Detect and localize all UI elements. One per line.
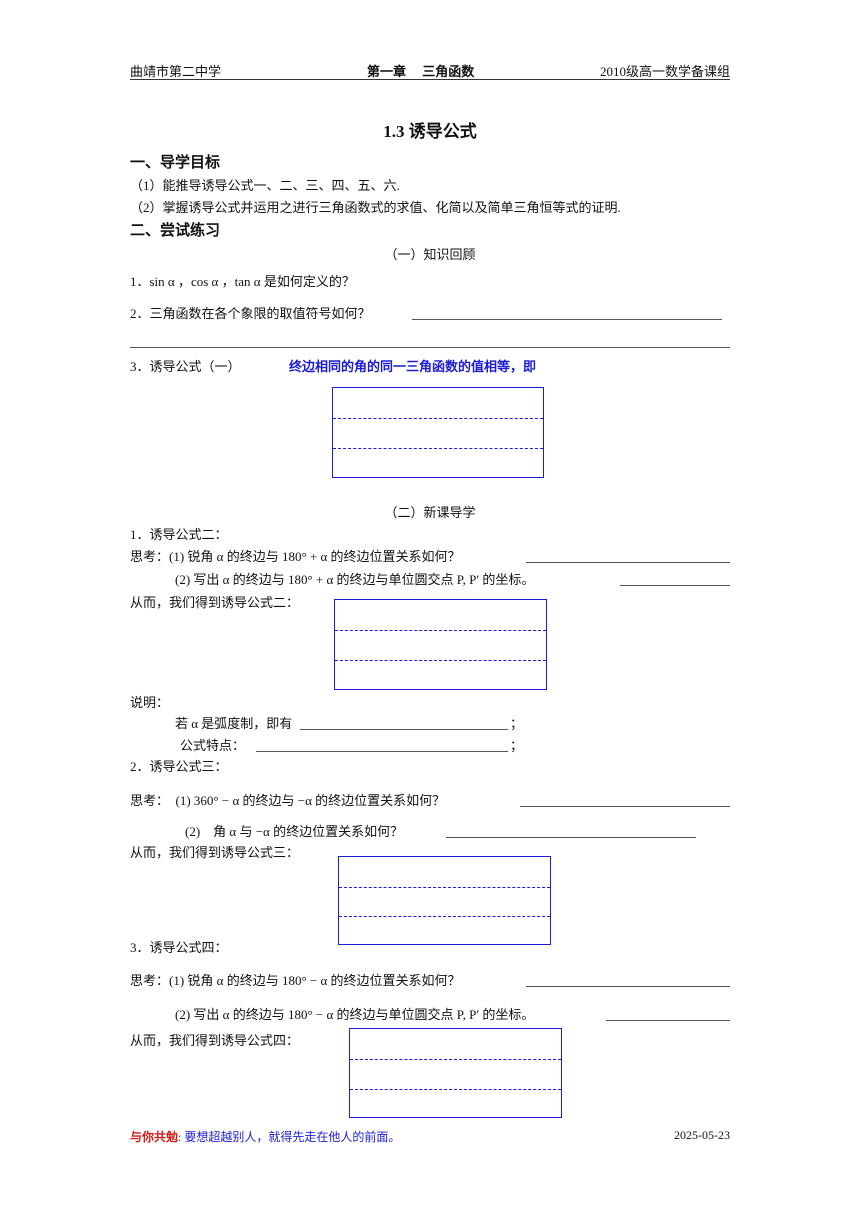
formula-4-label: 3．诱导公式四： bbox=[130, 940, 228, 955]
formula-3-answer-box[interactable] bbox=[338, 856, 551, 945]
answer-line[interactable] bbox=[256, 751, 508, 752]
formula-3-think-2: (2) 角 α 与 −α 的终边位置关系如何？ bbox=[185, 824, 404, 839]
formula-2-label: 1．诱导公式二： bbox=[130, 527, 228, 542]
formula-2-note: 说明： bbox=[130, 695, 170, 710]
box-dashed-line bbox=[335, 660, 546, 661]
header-group: 2010级高一数学备课组 bbox=[599, 64, 730, 79]
header-school: 曲靖市第二中学 bbox=[130, 64, 222, 79]
formula-2-answer-box[interactable] bbox=[334, 599, 547, 690]
goal-item: （2）掌握诱导公式并运用之进行三角函数式的求值、化简以及简单三角恒等式的证明. bbox=[130, 200, 621, 215]
answer-line[interactable] bbox=[606, 1020, 730, 1021]
subsection-review: （一）知识回顾 bbox=[384, 247, 476, 262]
header-chapter: 第一章 三角函数 bbox=[367, 64, 475, 79]
formula-4-think-2: (2) 写出 α 的终边与 180° − α 的终边与单位圆交点 P, P′ 的… bbox=[175, 1007, 535, 1022]
box-dashed-line bbox=[339, 916, 550, 917]
formula-4-conclude: 从而，我们得到诱导公式四： bbox=[130, 1033, 300, 1048]
goal-item: （1）能推导诱导公式一、二、三、四、五、六. bbox=[130, 178, 400, 193]
box-dashed-line bbox=[339, 887, 550, 888]
subsection-new-lesson: （二）新课导学 bbox=[384, 505, 476, 520]
formula-2-think-2: (2) 写出 α 的终边与 180° + α 的终边与单位圆交点 P, P′ 的… bbox=[175, 572, 535, 587]
footer-motto-text: : 要想超越别人，就得先走在他人的前面。 bbox=[178, 1130, 401, 1144]
question-2: 2．三角函数在各个象限的取值符号如何？ bbox=[130, 306, 371, 321]
formula-3-think-1: 思考： (1) 360° − α 的终边与 −α 的终边位置关系如何？ bbox=[130, 793, 446, 808]
page-title: 1.3 诱导公式 bbox=[383, 122, 477, 141]
answer-line[interactable] bbox=[412, 319, 722, 320]
formula-2-conclude: 从而，我们得到诱导公式二： bbox=[130, 595, 300, 610]
answer-line[interactable] bbox=[130, 347, 730, 348]
answer-line[interactable] bbox=[300, 729, 508, 730]
section-heading-practice: 二、尝试练习 bbox=[130, 221, 221, 239]
question-3-label: 3．诱导公式（一） bbox=[130, 359, 241, 374]
answer-line[interactable] bbox=[620, 585, 730, 586]
box-dashed-line bbox=[350, 1089, 561, 1090]
question-1: 1．sin α ，cos α ，tan α 是如何定义的？ bbox=[130, 274, 355, 289]
header-rule bbox=[130, 79, 730, 80]
formula-3-conclude: 从而，我们得到诱导公式三： bbox=[130, 845, 300, 860]
footer-motto-label: 与你共勉 bbox=[130, 1130, 179, 1144]
formula-2-note-1: 若 α 是弧度制，即有 bbox=[175, 716, 293, 731]
box-dashed-line bbox=[333, 448, 543, 449]
semicolon: ； bbox=[510, 716, 524, 731]
answer-line[interactable] bbox=[526, 562, 730, 563]
formula-2-note-2: 公式特点： bbox=[180, 738, 246, 753]
answer-line[interactable] bbox=[520, 806, 730, 807]
answer-line[interactable] bbox=[526, 986, 730, 987]
formula-1-statement: 终边相同的角的同一三角函数的值相等，即 bbox=[289, 360, 537, 375]
semicolon: ； bbox=[510, 738, 524, 753]
formula-1-answer-box[interactable] bbox=[332, 387, 544, 478]
formula-3-label: 2．诱导公式三： bbox=[130, 759, 228, 774]
formula-4-answer-box[interactable] bbox=[349, 1028, 562, 1118]
box-dashed-line bbox=[333, 418, 543, 419]
formula-2-think-1: 思考：(1) 锐角 α 的终边与 180° + α 的终边位置关系如何？ bbox=[130, 549, 461, 564]
footer-date: 2025-05-23 bbox=[674, 1128, 730, 1142]
footer-motto: 与你共勉: 要想超越别人，就得先走在他人的前面。 bbox=[130, 1128, 400, 1145]
box-dashed-line bbox=[335, 630, 546, 631]
formula-4-think-1: 思考：(1) 锐角 α 的终边与 180° − α 的终边位置关系如何？ bbox=[130, 973, 461, 988]
answer-line[interactable] bbox=[446, 837, 696, 838]
section-heading-goals: 一、导学目标 bbox=[130, 153, 221, 171]
box-dashed-line bbox=[350, 1059, 561, 1060]
